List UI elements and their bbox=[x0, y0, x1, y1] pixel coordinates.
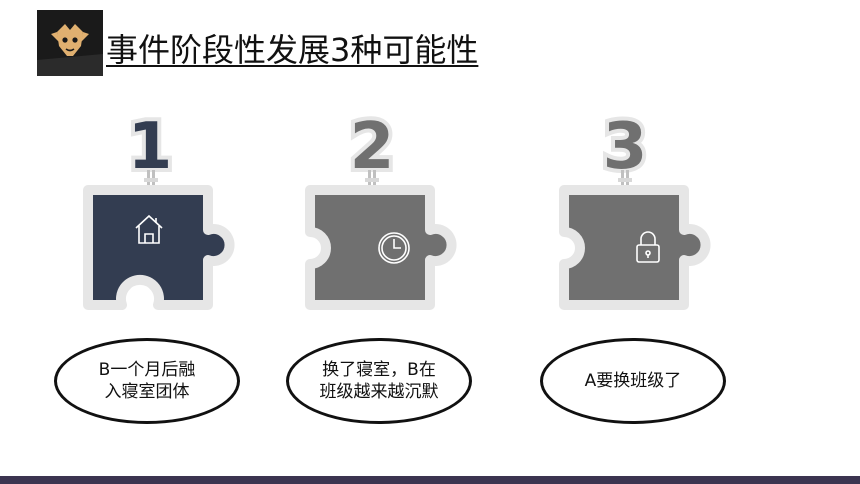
house-icon bbox=[135, 214, 163, 244]
footer-bar bbox=[0, 476, 860, 484]
step-text-bubble-1: B一个月后融 入寝室团体 bbox=[54, 338, 240, 424]
step-text-bubble-3: A要换班级了 bbox=[540, 338, 726, 424]
clock-icon bbox=[378, 232, 410, 264]
puzzle-piece-1 bbox=[83, 185, 235, 310]
lock-icon bbox=[636, 231, 660, 263]
step-text-3: A要换班级了 bbox=[584, 371, 682, 391]
svg-text:1: 1 bbox=[128, 110, 173, 184]
svg-text:3: 3 bbox=[603, 110, 648, 184]
step-card-2: 2 bbox=[298, 100, 488, 320]
mascot-icon bbox=[37, 10, 103, 76]
page-title: 事件阶段性发展3种可能性 bbox=[106, 31, 479, 69]
svg-text:2: 2 bbox=[350, 110, 395, 184]
step-number-2: 2 bbox=[346, 106, 399, 188]
puzzle-piece-3 bbox=[559, 185, 711, 310]
step-text-1: B一个月后融 入寝室团体 bbox=[98, 360, 196, 402]
step-number-1: 1 bbox=[124, 106, 177, 188]
step-text-bubble-2: 换了寝室，B在 班级越来越沉默 bbox=[286, 338, 472, 424]
step-card-1: 1 bbox=[78, 100, 268, 320]
step-card-3: 3 bbox=[550, 100, 740, 320]
logo bbox=[37, 10, 103, 76]
step-text-2: 换了寝室，B在 班级越来越沉默 bbox=[319, 360, 439, 402]
puzzle-piece-2 bbox=[305, 185, 457, 310]
step-number-3: 3 bbox=[599, 106, 652, 188]
